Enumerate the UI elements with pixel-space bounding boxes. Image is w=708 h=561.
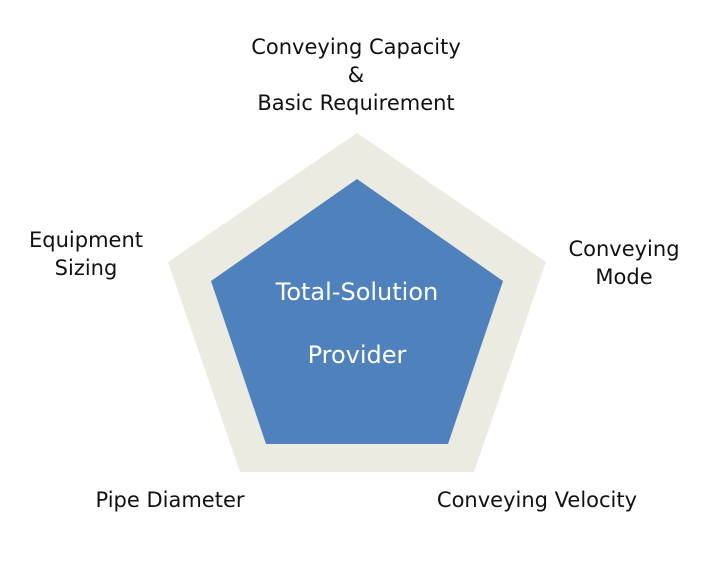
label-left-line2: Sizing bbox=[54, 256, 118, 280]
label-right-line2: Mode bbox=[595, 265, 653, 289]
label-bottom-left: Pipe Diameter bbox=[60, 486, 280, 514]
label-top-line2: & bbox=[347, 63, 365, 87]
label-top: Conveying Capacity & Basic Requirement bbox=[206, 33, 506, 117]
label-top-line1: Conveying Capacity bbox=[251, 35, 461, 59]
label-bottom-right: Conveying Velocity bbox=[417, 486, 657, 514]
center-subtitle: Provider bbox=[207, 341, 507, 369]
label-top-line3: Basic Requirement bbox=[257, 91, 455, 115]
center-title-line2: Provider bbox=[307, 341, 407, 369]
label-right-line1: Conveying bbox=[568, 237, 680, 261]
label-bottom-right-line1: Conveying Velocity bbox=[436, 488, 638, 512]
label-left-line1: Equipment bbox=[29, 228, 143, 252]
label-left: Equipment Sizing bbox=[6, 226, 166, 282]
center-title-line1: Total-Solution bbox=[275, 278, 439, 306]
label-bottom-left-line1: Pipe Diameter bbox=[95, 488, 245, 512]
label-right: Conveying Mode bbox=[544, 235, 704, 291]
center-title: Total-Solution bbox=[207, 278, 507, 306]
inner-pentagon bbox=[211, 179, 503, 444]
